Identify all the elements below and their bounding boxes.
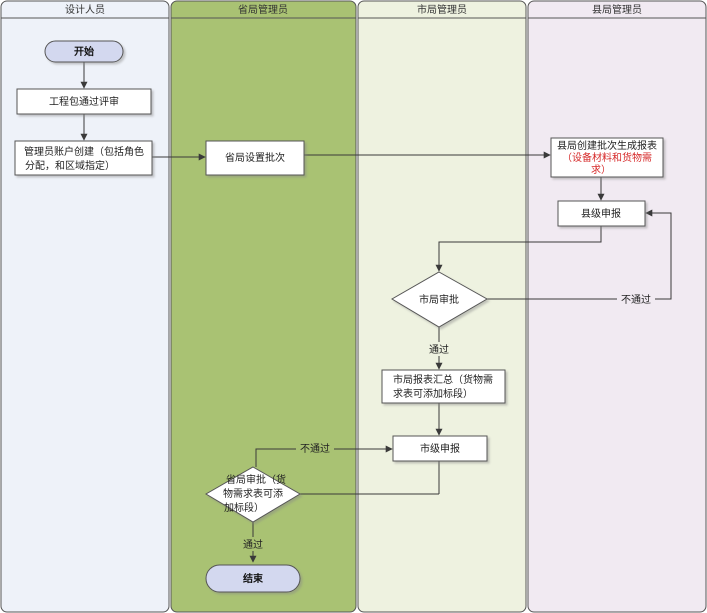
- edge-labels: 不通过 通过 不通过 通过: [238, 292, 655, 551]
- node-county-report: 县级申报: [557, 200, 646, 227]
- node-province-batch-label: 省局设置批次: [225, 151, 285, 164]
- lane-province: 省局管理员: [170, 0, 357, 613]
- node-county-create-line3: 求）: [591, 164, 611, 176]
- node-create-account: 管理员账户创建（包括角色 分配，和区域指定）: [14, 140, 153, 176]
- lane-title-designer: 设计人员: [65, 3, 105, 16]
- node-city-report-label: 市级申报: [420, 442, 460, 455]
- node-county-create-line1: 县局创建批次生成报表: [557, 139, 657, 152]
- edge-provinceapprove-reject: [255, 445, 393, 467]
- node-province-batch: 省局设置批次: [205, 140, 305, 176]
- node-review-label: 工程包通过评审: [49, 95, 119, 108]
- node-city-report: 市级申报: [392, 435, 488, 462]
- node-start-label: 开始: [74, 45, 94, 58]
- edge-label-pass-city: 通过: [429, 343, 449, 356]
- node-city-approve-label: 市局审批: [419, 293, 459, 306]
- edge-label-reject-city: 不通过: [621, 293, 651, 306]
- lane-county: 县局管理员: [527, 0, 707, 613]
- node-start: 开始: [44, 40, 124, 63]
- node-city-summary: 市局报表汇总（货物需 求表可添加标段）: [381, 369, 506, 404]
- node-create-account-line2: 分配，和区域指定）: [25, 159, 115, 172]
- edge-countyreport-cityapprove: [435, 226, 602, 272]
- connectors: [80, 62, 672, 563]
- lane-title-province: 省局管理员: [238, 3, 288, 16]
- node-province-approve: 省局审批（货 物需求表可添 加标段）: [205, 466, 301, 523]
- node-province-approve-line2: 物需求表可添: [223, 487, 283, 500]
- node-city-summary-line1: 市局报表汇总（货物需: [393, 373, 493, 386]
- edge-label-pass-province: 通过: [243, 538, 263, 551]
- edge-label-reject-province: 不通过: [300, 442, 330, 455]
- node-county-create: 县局创建批次生成报表 （设备材料和货物需 求）: [550, 137, 664, 178]
- edge-cityapprove-reject: [487, 209, 672, 300]
- lane-title-county: 县局管理员: [592, 3, 642, 16]
- node-county-report-label: 县级申报: [581, 207, 621, 220]
- node-end-label: 结束: [243, 572, 264, 585]
- node-city-summary-line2: 求表可添加标段）: [393, 387, 473, 400]
- node-end: 结束: [205, 564, 301, 593]
- node-review: 工程包通过评审: [16, 88, 152, 115]
- node-create-account-line1: 管理员账户创建（包括角色: [24, 145, 144, 158]
- node-county-create-line2: （设备材料和货物需: [562, 151, 652, 164]
- node-province-approve-line3: 加标段）: [224, 501, 264, 514]
- lane-title-city: 市局管理员: [417, 3, 467, 16]
- node-province-approve-line1: 省局审批（货: [226, 473, 286, 486]
- node-city-approve: 市局审批: [391, 271, 489, 328]
